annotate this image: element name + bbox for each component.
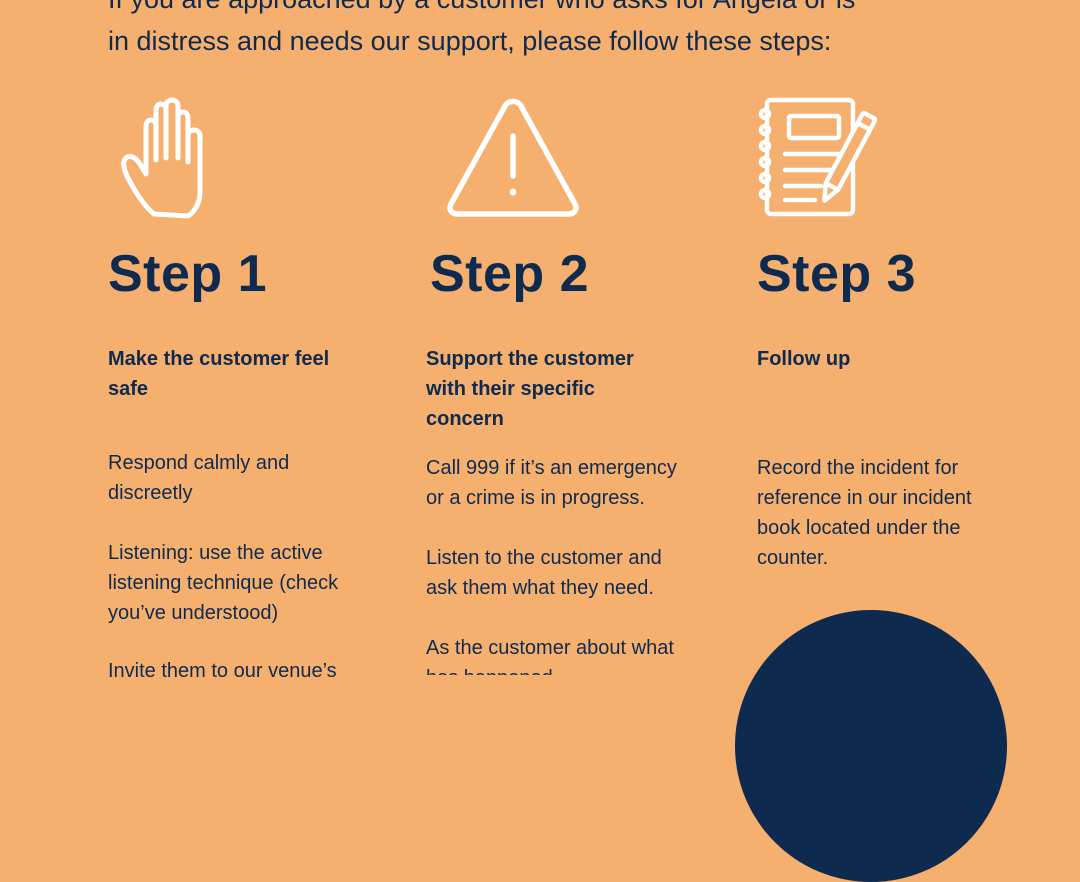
step-2-subtitle-line: with their specific [426, 378, 595, 400]
step-2-paragraph: Listen to the customer and ask them what… [426, 543, 726, 603]
paragraph-line: discreetly [108, 482, 193, 504]
step-2-subtitle-line: concern [426, 408, 504, 430]
step-3-title: Step 3 [757, 245, 917, 303]
decorative-circle [735, 610, 1007, 882]
paragraph-line: Respond calmly and [108, 452, 290, 474]
step-1-paragraph: Respond calmly and discreetly [108, 448, 408, 508]
paragraph-line: counter. [757, 547, 829, 569]
paragraph-line: Call 999 if it’s an emergency [426, 457, 677, 479]
paragraph-line: reference in our incident [757, 487, 972, 509]
intro-line-2: in distress and needs our support, pleas… [108, 26, 832, 56]
step-1-paragraph: Listening: use the active listening tech… [108, 538, 408, 628]
step-3-subtitle-line: Follow up [757, 348, 851, 370]
intro-line-1: If you are approached by a customer who … [108, 0, 1008, 20]
paragraph-line: ask them what they need. [426, 577, 654, 599]
paragraph-line: Record the incident for [757, 457, 959, 479]
hand-icon [118, 96, 218, 222]
step-2-subtitle-line: Support the customer [426, 348, 634, 370]
step-2-paragraph: Call 999 if it’s an emergency or a crime… [426, 453, 726, 513]
step-3-subtitle: Follow up [757, 344, 1017, 374]
paragraph-line: listening technique (check [108, 572, 339, 594]
paragraph-line: Listening: use the active [108, 542, 323, 564]
paragraph-line: has happened [426, 667, 553, 675]
warning-icon [445, 96, 581, 218]
step-1-subtitle-line: safe [108, 378, 149, 400]
paragraph-line: Invite them to our venue’s [108, 660, 337, 682]
step-1-paragraph: Invite them to our venue’s [108, 656, 408, 686]
paragraph-line: you’ve understood) [108, 602, 279, 624]
notebook-pencil-icon [755, 96, 879, 220]
step-1-subtitle-line: Make the customer feel [108, 348, 330, 370]
paragraph-line: or a crime is in progress. [426, 487, 645, 509]
paragraph-line: Listen to the customer and [426, 547, 662, 569]
step-1-subtitle: Make the customer feel safe [108, 344, 398, 404]
step-2-paragraph: As the customer about what has happened [426, 633, 726, 675]
paragraph-line: book located under the [757, 517, 961, 539]
step-2-subtitle: Support the customer with their specific… [426, 344, 716, 434]
paragraph-line: As the customer about what [426, 637, 674, 659]
step-2-title: Step 2 [430, 245, 590, 303]
step-3-paragraph: Record the incident for reference in our… [757, 453, 1037, 573]
intro-text: If you are approached by a customer who … [108, 0, 1008, 62]
step-1-title: Step 1 [108, 245, 268, 303]
